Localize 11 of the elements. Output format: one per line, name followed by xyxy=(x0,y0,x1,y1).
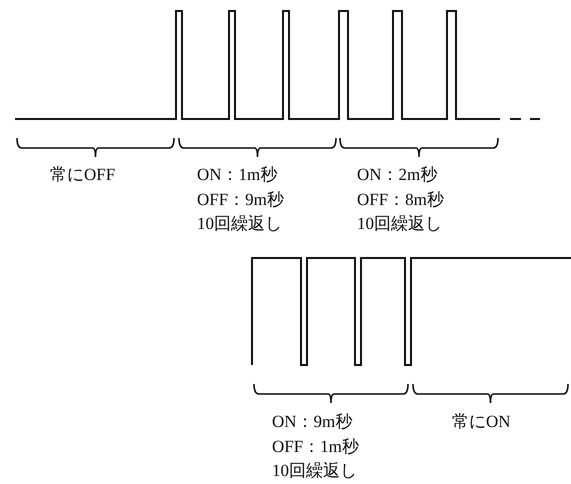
timing-label: 10回繰返し xyxy=(357,214,442,234)
timing-label: ON：9m秒 xyxy=(272,412,352,432)
timing-label: 常にOFF xyxy=(50,165,116,185)
timing-label: 10回繰返し xyxy=(272,461,357,481)
timing-label: OFF：9m秒 xyxy=(197,190,284,210)
timing-label: OFF：1m秒 xyxy=(272,437,359,457)
timing-label: 10回繰返し xyxy=(197,214,282,234)
timing-label: 常にON xyxy=(452,412,511,432)
timing-label: OFF：8m秒 xyxy=(357,190,444,210)
timing-label: ON：2m秒 xyxy=(357,165,438,185)
timing-label: ON：1m秒 xyxy=(197,165,278,185)
